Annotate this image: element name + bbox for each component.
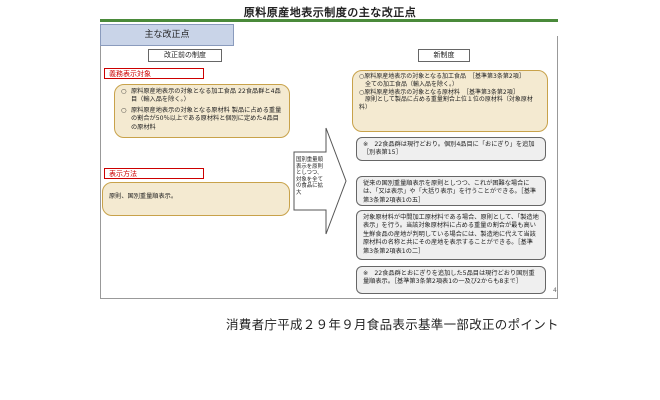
method-box-1: 従来の国別重量順表示を原則としつつ、これが困難な場合には、「又は表示」や「大括り… xyxy=(356,176,546,206)
old-target-item: 原料原産地表示の対象となる原材料 製品に占める重量の割合が50％以上である原材料… xyxy=(121,107,283,132)
page-title: 原料原産地表示制度の主な改正点 xyxy=(243,6,417,19)
method-text-1: 従来の国別重量順表示を原則としつつ、これが困難な場合には、「又は表示」や「大括り… xyxy=(363,180,537,204)
new-target-box: ○原料原産地表示の対象となる加工食品 ［基準第3条第2項］ 全ての加工食品（輸入… xyxy=(352,70,548,132)
method-text-2: 対象原材料が中間加工原材料である場合、原則として、「製造地表示」を行う。当該対象… xyxy=(363,214,539,255)
old-method-box: 原則、国別重量順表示。 xyxy=(102,182,290,216)
right-arrow-icon xyxy=(293,127,347,235)
new-target-line: 原則として製品に占める重量割合上位１位の原材料（対象原材料） xyxy=(359,96,533,112)
old-target-box: 原料原産地表示の対象となる加工食品 22食品群と4品目（輸入品を除く。） 原料原… xyxy=(114,84,290,138)
section1-label-text: 義務表示対象 xyxy=(109,70,151,78)
old-target-item: 原料原産地表示の対象となる加工食品 22食品群と4品目（輸入品を除く。） xyxy=(121,88,283,105)
footer-caption: 消費者庁平成２９年９月食品表示基準一部改正のポイント xyxy=(226,317,559,332)
section2-label-text: 表示方法 xyxy=(109,170,137,178)
section1-label: 義務表示対象 xyxy=(104,68,204,79)
old-method-text: 原則、国別重量順表示。 xyxy=(109,193,178,200)
note-text-2: ※ 22食品群とおにぎりを追加した5品目は現行どおり国別重量順表示。［基準第3条… xyxy=(363,270,535,286)
page-number: 4 xyxy=(553,287,557,294)
arrow-text: 国別重量順表示を原則としつつ、対象を全ての食品に拡大 xyxy=(296,157,323,196)
method-box-2: 対象原材料が中間加工原材料である場合、原則として、「製造地表示」を行う。当該対象… xyxy=(356,210,546,260)
title-underline xyxy=(100,19,558,22)
section2-label: 表示方法 xyxy=(104,168,204,179)
note-box-2: ※ 22食品群とおにぎりを追加した5品目は現行どおり国別重量順表示。［基準第3条… xyxy=(356,266,546,294)
left-header: 改正前の制度 xyxy=(148,49,222,62)
section-tab: 主な改正点 xyxy=(100,24,234,46)
note-text-1: ※ 22食品群は現行どおり。個別4品目に「おにぎり」を追加［別表第15］ xyxy=(363,141,535,157)
right-header: 新制度 xyxy=(418,49,470,62)
new-target-line: ○原料原産地表示の対象となる原材料 ［基準第3条第2項］ xyxy=(359,88,519,96)
note-box-1: ※ 22食品群は現行どおり。個別4品目に「おにぎり」を追加［別表第15］ xyxy=(356,137,546,161)
new-target-line: 全ての加工食品（輸入品を除く。） xyxy=(359,80,459,88)
new-target-line: ○原料原産地表示の対象となる加工食品 ［基準第3条第2項］ xyxy=(359,73,525,80)
